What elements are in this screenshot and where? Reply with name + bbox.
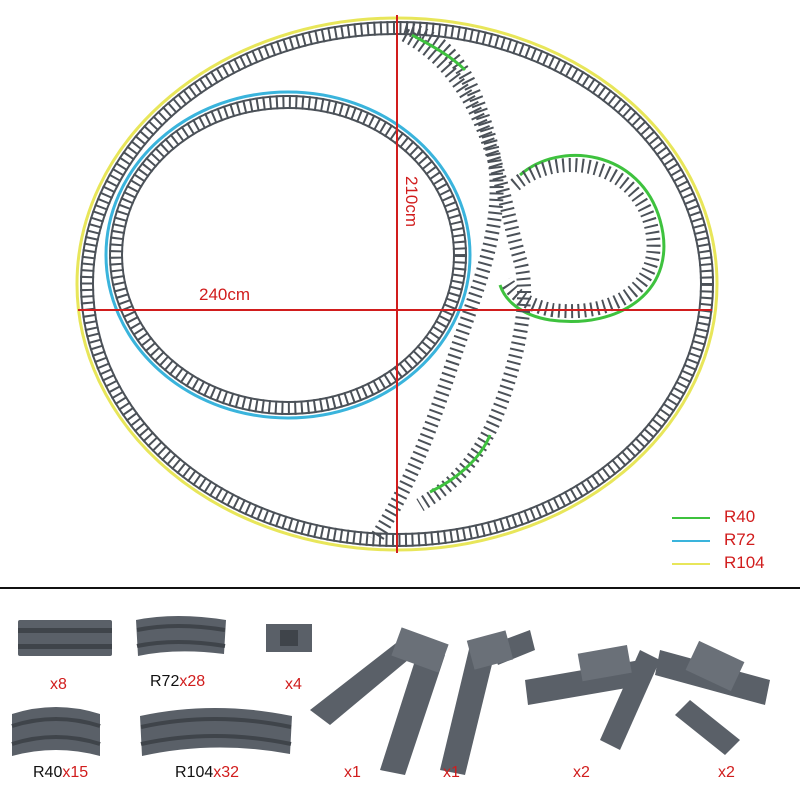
parts-illustrations (11, 616, 770, 775)
part-label-short-straight: x4 (285, 676, 302, 694)
part-label-curve-r72: R72x28 (150, 673, 205, 691)
part-label-switch-pair-a: x2 (573, 764, 590, 782)
part-qty: x2 (573, 764, 590, 781)
part-qty: x1 (344, 764, 361, 781)
part-label-curve-r104: R104x32 (175, 764, 239, 782)
part-label-straight: x8 (50, 676, 67, 694)
part-straight-image (18, 620, 112, 656)
width-label: 240cm (199, 285, 251, 304)
part-prefix: R72 (150, 673, 180, 690)
track-layout-diagram (75, 15, 719, 553)
legend-swatch-r104 (672, 563, 710, 565)
part-switch-right-image (440, 630, 535, 775)
part-qty: x4 (285, 676, 302, 693)
legend-label: R72 (724, 530, 756, 549)
part-curve-r104-image (140, 708, 292, 756)
part-prefix: R40 (33, 764, 63, 781)
part-switch-pair-b-image (655, 640, 770, 755)
height-label: 210cm (402, 176, 421, 228)
part-curve-r40-image (11, 707, 101, 756)
section-divider (0, 587, 800, 589)
part-prefix: R104 (175, 764, 214, 781)
part-short-straight-image (266, 624, 312, 652)
part-qty: x8 (50, 676, 67, 693)
legend-swatch-r72 (672, 540, 710, 542)
part-label-switch-right: x1 (443, 764, 460, 782)
part-qty: x32 (213, 764, 240, 781)
crossing-tracks (369, 21, 532, 544)
part-switch-pair-a-image (525, 645, 660, 750)
part-label-switch-pair-b: x2 (718, 764, 735, 782)
legend-label: R40 (724, 507, 756, 526)
part-label-switch-left: x1 (344, 764, 361, 782)
right-r40-loop (498, 154, 666, 323)
part-qty: x2 (718, 764, 735, 781)
legend-label: R104 (724, 553, 765, 572)
part-switch-left-image (310, 627, 449, 775)
part-qty: x15 (62, 764, 89, 781)
part-qty: x1 (443, 764, 460, 781)
inner-r72-loop (104, 90, 472, 420)
part-qty: x28 (179, 673, 206, 690)
part-label-curve-r40: R40x15 (33, 764, 88, 782)
legend-swatch-r40 (672, 517, 710, 519)
part-curve-r72-image (136, 616, 226, 656)
